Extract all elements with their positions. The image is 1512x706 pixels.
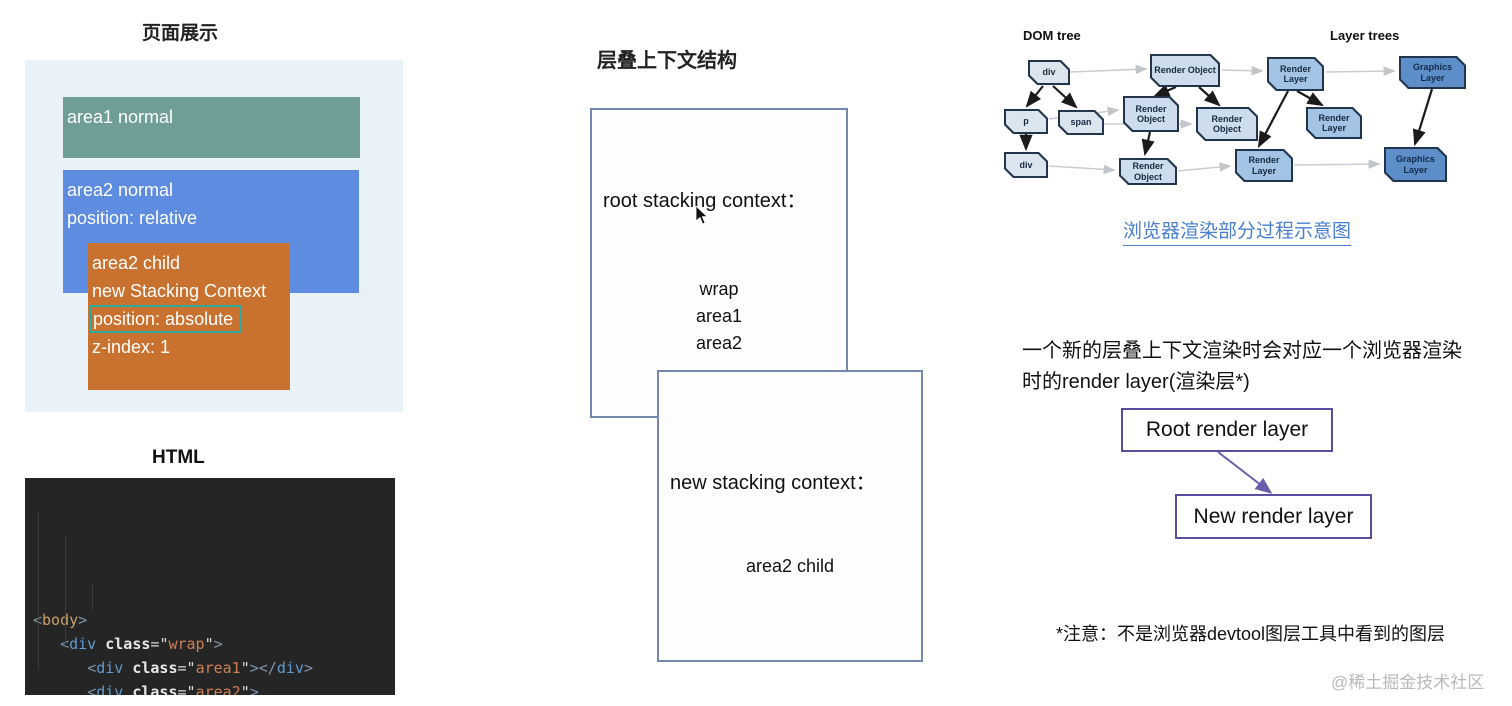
stacking-item-area1: area1	[695, 306, 743, 326]
render-layer-node-mid: Render Layer	[1306, 107, 1362, 139]
stacking-item-area2-child: area2 child	[745, 556, 835, 576]
dom-tree-title: DOM tree	[1023, 28, 1081, 43]
code-line: <div class="wrap">	[60, 635, 223, 653]
dom-node-span: span	[1058, 110, 1104, 135]
render-layer-arrow	[1217, 451, 1273, 494]
area2-child-box: area2 child new Stacking Context positio…	[88, 243, 290, 390]
render-layer-node-top: Render Layer	[1267, 57, 1324, 91]
render-layer-node-bottom: Render Layer	[1235, 149, 1293, 182]
area2-child-line4: z-index: 1	[92, 337, 171, 357]
root-stacking-context-heading: root stacking context：	[603, 190, 807, 212]
area1-box: area1 normal	[63, 97, 360, 158]
code-lines: <body> <div class="wrap"> <div class="ar…	[33, 608, 395, 695]
paragraph-line2: 时的render layer(渲染层*)	[1022, 371, 1250, 393]
dom-node-div-child: div	[1004, 152, 1048, 178]
stacking-context-title: 层叠上下文结构	[597, 50, 737, 72]
layer-trees-title: Layer trees	[1330, 28, 1400, 43]
stacking-item-wrap: wrap	[699, 279, 739, 299]
new-stacking-context-heading: new stacking context：	[670, 472, 876, 494]
new-render-layer-label: New render layer	[1193, 504, 1354, 528]
diagram-arrows	[1019, 64, 1434, 175]
graphics-layer-node-bottom: Graphics Layer	[1384, 147, 1447, 182]
position-absolute-highlight: position: absolute	[89, 305, 242, 333]
indent-guide	[92, 584, 93, 610]
render-object-node-top: Render Object	[1150, 54, 1220, 87]
page-display-panel: area1 normal area2 normal position: rela…	[25, 60, 403, 412]
code-line: <div class="area2">	[87, 683, 259, 695]
code-line: <body>	[33, 611, 88, 629]
dom-node-div-root: div	[1028, 60, 1070, 85]
root-render-layer-label: Root render layer	[1145, 418, 1309, 441]
indent-guide	[65, 536, 66, 646]
render-object-node-bottom: Render Object	[1119, 158, 1177, 185]
area2-label-line1: area2 normal	[67, 180, 174, 200]
mouse-cursor-icon	[695, 206, 708, 225]
area1-label: area1 normal	[67, 107, 174, 127]
new-stacking-context-box: new stacking context： area2 child	[657, 370, 923, 662]
html-section-title: HTML	[152, 447, 205, 468]
page-display-title: 页面展示	[142, 23, 219, 44]
indent-guide	[38, 512, 39, 670]
paragraph-line1: 一个新的层叠上下文渲染时会对应一个浏览器渲染	[1022, 340, 1462, 362]
html-code-block: <body> <div class="wrap"> <div class="ar…	[25, 478, 395, 695]
area2-child-line1: area2 child	[92, 253, 181, 273]
root-render-layer-box: Root render layer	[1121, 408, 1333, 452]
devtool-note: *注意：不是浏览器devtool图层工具中看到的图层	[1056, 624, 1446, 644]
render-object-node-right: Render Object	[1196, 107, 1258, 141]
dom-node-p: p	[1004, 109, 1048, 134]
render-object-node-mid: Render Object	[1123, 96, 1179, 132]
new-render-layer-box: New render layer	[1175, 494, 1372, 539]
render-process-link[interactable]: 浏览器渲染部分过程示意图	[1123, 216, 1352, 246]
watermark: @稀土掘金技术社区	[1331, 673, 1485, 692]
root-stacking-context-items: wrap area1 area2	[592, 276, 846, 357]
graphics-layer-node-top: Graphics Layer	[1399, 56, 1466, 89]
render-process-diagram: DOM tree Layer trees	[1000, 22, 1480, 197]
new-stacking-context-items: area2 child	[659, 553, 921, 580]
area2-label-line2: position: relative	[67, 208, 198, 228]
code-line: <div class="area1"></div>	[87, 659, 313, 677]
render-layer-paragraph: 一个新的层叠上下文渲染时会对应一个浏览器渲染 时的render layer(渲染…	[1022, 336, 1487, 398]
stacking-item-area2: area2	[695, 333, 743, 353]
area2-child-line2: new Stacking Context	[92, 281, 267, 301]
